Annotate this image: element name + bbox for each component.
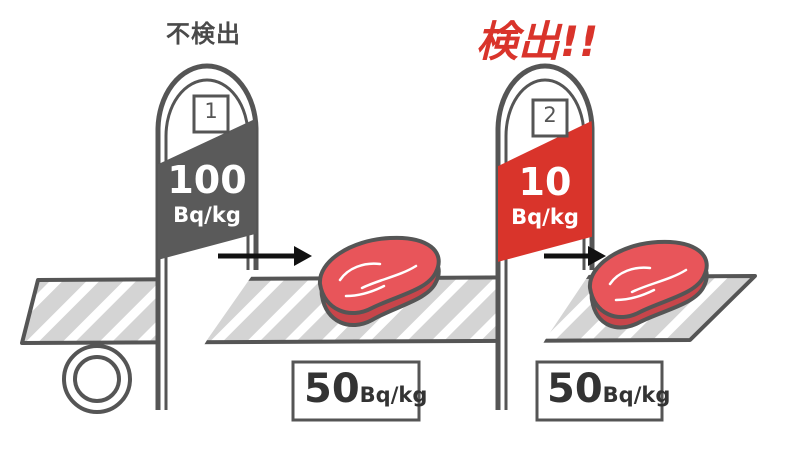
measured-box-1 xyxy=(291,360,421,422)
detector-2-limit-value: 10 xyxy=(518,160,572,204)
detector-1 xyxy=(155,63,259,410)
detector-2 xyxy=(495,63,595,410)
meat-1 xyxy=(317,235,441,327)
detector-1-limit-unit: Bq/kg xyxy=(173,203,241,227)
detector-1-number-box xyxy=(192,94,230,134)
belt-roller xyxy=(62,344,132,414)
measured-value-1: 50Bq/kg xyxy=(304,366,427,412)
detector-2-number: 2 xyxy=(543,103,557,127)
measured-value-2-unit: Bq/kg xyxy=(602,383,671,407)
detector-1-limit-value: 100 xyxy=(167,158,247,202)
measured-box-2 xyxy=(535,360,664,422)
measured-value-2: 50Bq/kg xyxy=(547,366,670,412)
detector-1-number: 1 xyxy=(204,99,218,123)
status-detected: 検出!! xyxy=(476,17,599,66)
limit-band-2 xyxy=(498,112,592,264)
limit-band-1 xyxy=(158,112,256,262)
arrow-2 xyxy=(544,246,606,266)
arrow-1 xyxy=(218,246,312,266)
status-not-detected: 不検出 xyxy=(166,20,241,48)
meat-2 xyxy=(587,239,709,330)
measured-value-2-number: 50 xyxy=(547,366,603,412)
measured-value-1-number: 50 xyxy=(304,366,360,412)
detector-2-number-box xyxy=(531,98,569,138)
detector-2-limit-unit: Bq/kg xyxy=(511,205,579,229)
measured-value-1-unit: Bq/kg xyxy=(359,383,428,407)
